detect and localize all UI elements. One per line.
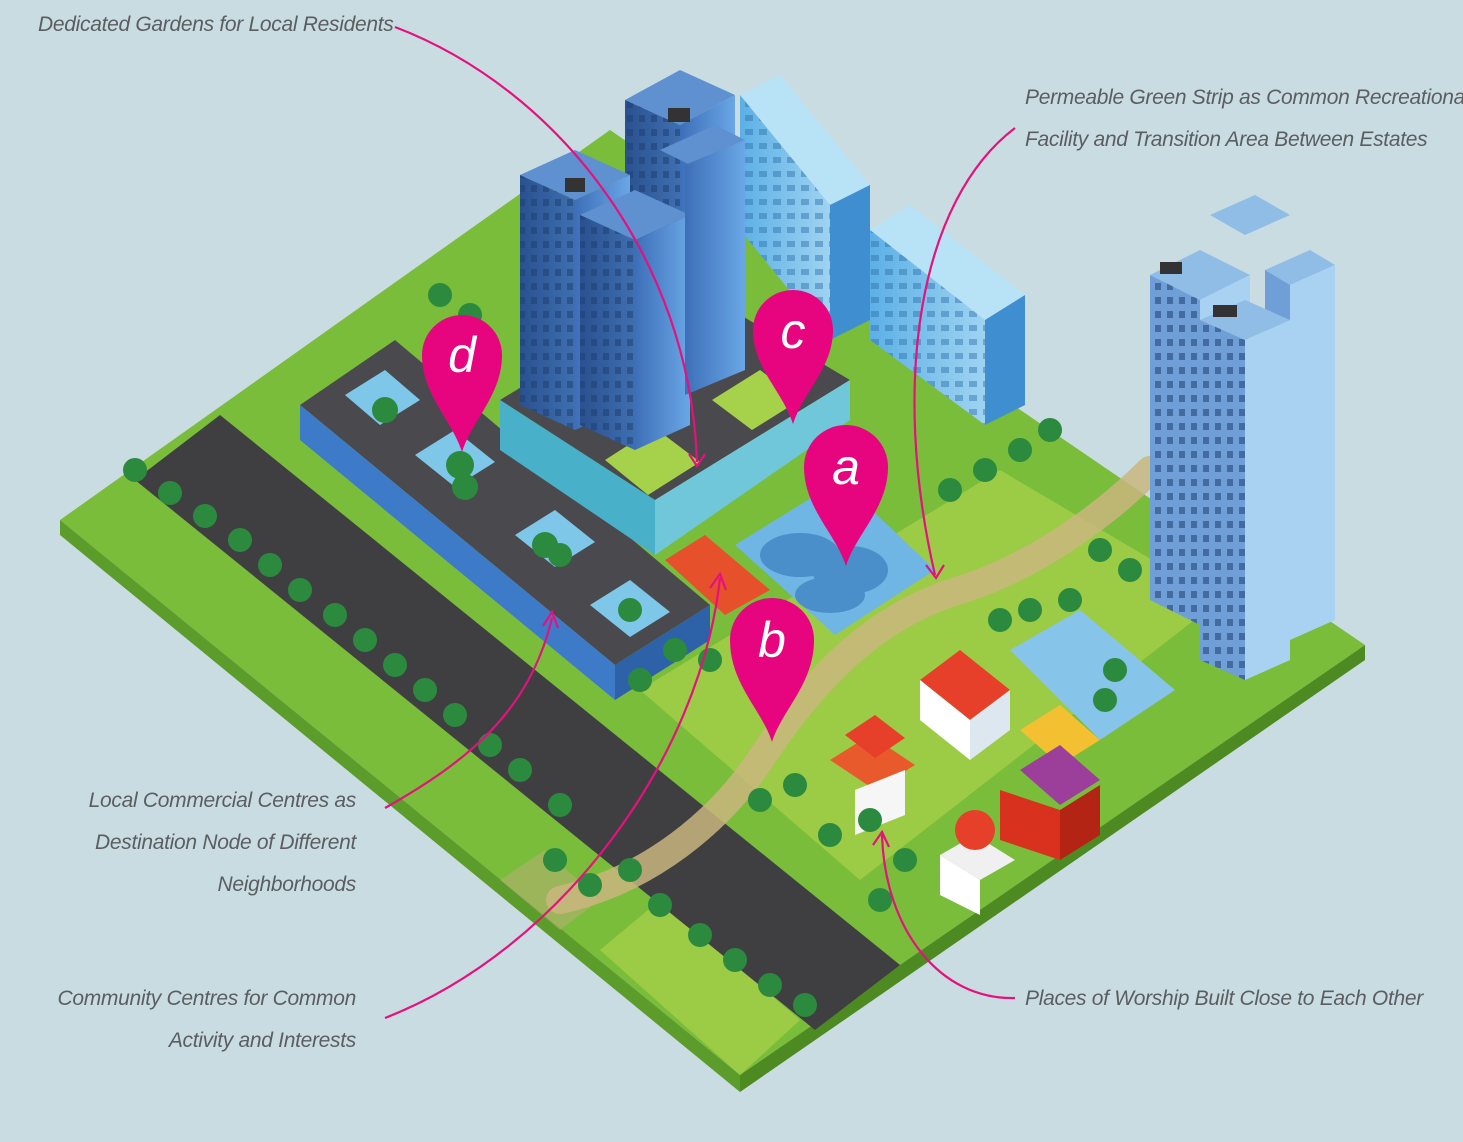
marker-a-label: a [832,439,860,495]
pond [735,480,935,635]
green-strip-annotation: Permeable Green Strip as Common Recreati… [1025,77,1463,161]
commercial-leader [384,617,554,809]
gardens-leader [394,25,699,463]
gardens-annotation: Dedicated Gardens for Local Residents [38,4,394,46]
annotation-lines [384,25,1016,1020]
commercial-annotation: Local Commercial Centres as Destination … [60,780,357,906]
worship-annotation: Places of Worship Built Close to Each Ot… [1025,978,1423,1020]
commercial-annotation-line-1: Local Commercial Centres as [88,789,357,812]
annotation-arrowheads [542,453,945,848]
worship-buildings [830,650,1100,915]
worship-leader [880,834,1016,1000]
community-leader [384,577,722,1020]
trees [123,283,1142,1017]
marker-b-label: b [758,612,786,668]
slab-block-rear [740,75,870,340]
pool [1010,610,1175,740]
marker-c-label: c [781,303,806,359]
green-strip-annotation-line-1: Permeable Green Strip as Common Recreati… [1025,86,1463,109]
marker-a: a [804,425,888,566]
tower-cluster-center [520,70,745,450]
slab-block-right [870,205,1025,425]
gardens-annotation-text: Dedicated Gardens for Local Residents [38,13,394,36]
marker-d: d [422,315,502,452]
green-strip-annotation-line-2: Facility and Transition Area Between Est… [1025,128,1428,151]
marker-d-label: d [448,327,478,383]
green-strip-leader [913,127,1016,576]
community-annotation-line-2: Activity and Interests [168,1029,356,1052]
worship-annotation-text: Places of Worship Built Close to Each Ot… [1025,987,1423,1010]
community-annotation: Community Centres for Common Activity an… [40,978,356,1062]
community-hall-roof [665,535,770,615]
tower-cluster-right [1150,195,1335,680]
community-annotation-line-1: Community Centres for Common [57,987,356,1010]
marker-b: b [730,598,814,742]
commercial-annotation-line-2: Destination Node of Different [95,831,356,854]
commercial-annotation-line-3: Neighborhoods [217,873,356,896]
commercial-podium [300,340,710,700]
marker-c: c [753,290,833,424]
footpath [546,456,1164,914]
